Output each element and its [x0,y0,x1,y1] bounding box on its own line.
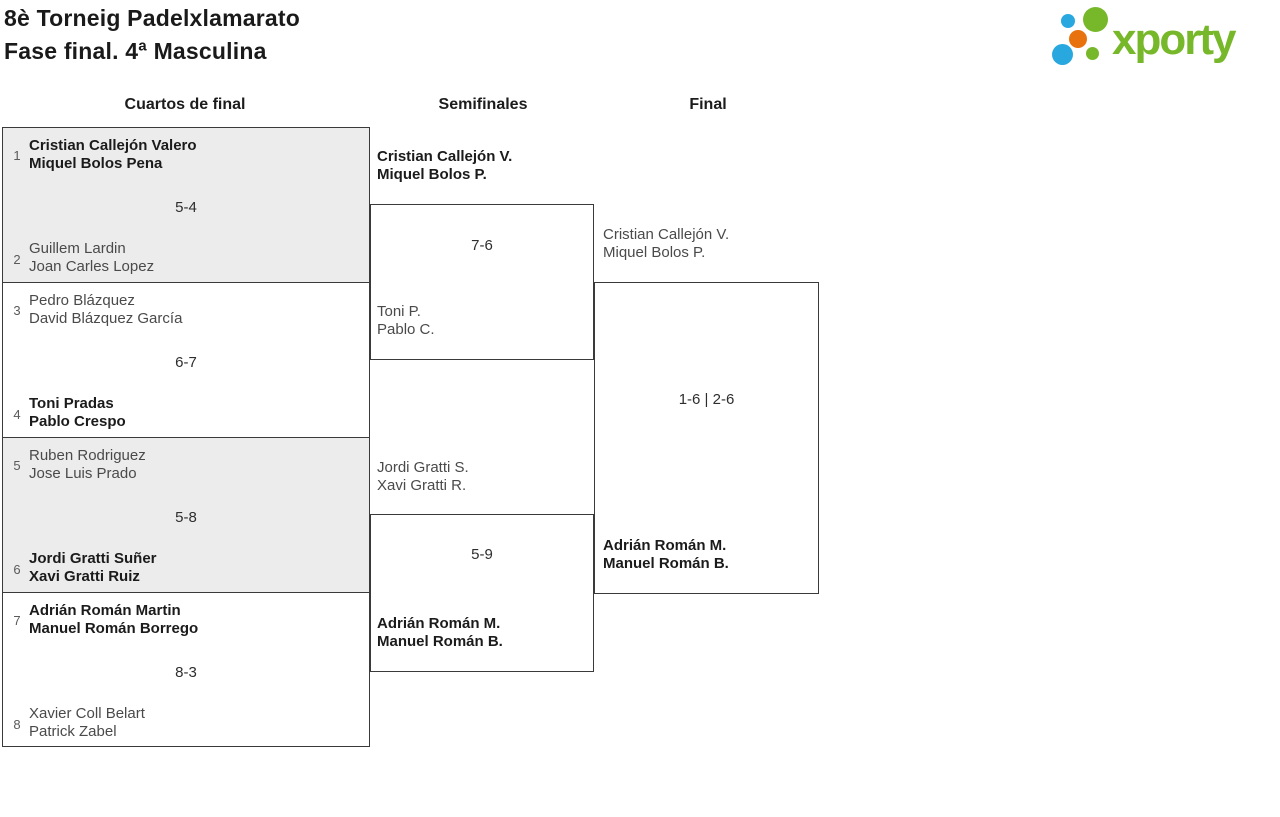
round-header-semifinales: Semifinales [438,96,528,113]
team-pair: Jordi Gratti Suñer Xavi Gratti Ruiz [29,550,157,586]
seed-number: 2 [13,252,21,267]
sf2-team-top: Jordi Gratti S. Xavi Gratti R. [377,459,469,495]
player-name: Adrián Román M. [377,615,501,632]
player-name: Manuel Román B. [603,555,729,572]
match-score: 5-8 [175,509,197,526]
player-name: Xavi Gratti R. [377,477,467,494]
player-name: Manuel Román B. [377,633,503,650]
final-team-top: Cristian Callejón V. Miquel Bolos P. [603,226,729,262]
team-pair: Pedro Blázquez David Blázquez García [29,292,182,328]
seed-number: 1 [13,148,21,163]
player-name: Cristian Callejón V. [603,226,730,243]
team-pair: Ruben Rodriguez Jose Luis Prado [29,447,146,483]
qf-match-1: 1 Cristian Callejón Valero Miquel Bolos … [3,128,369,283]
final-score: 1-6 | 2-6 [678,391,735,408]
match-score: 6-7 [175,354,197,371]
round-header-cuartos-de-final: Cuartos de final [124,96,246,113]
player-name: Toni Pradas [29,395,114,412]
player-name: Cristian Callejón Valero [29,137,197,154]
player-name: Pablo Crespo [29,413,126,430]
seed-number: 6 [13,562,21,577]
match-score: 5-4 [175,199,197,216]
player-name: David Blázquez García [29,310,183,327]
tournament-title: 8è Torneig Padelxlamarato Fase final. 4ª… [4,2,300,68]
xporty-logo-text: xporty [1112,15,1236,64]
sf1-score: 7-6 [471,237,493,254]
match-score: 8-3 [175,664,197,681]
seed-number: 4 [13,407,21,422]
player-name: Ruben Rodriguez [29,447,146,464]
player-name: Xavier Coll Belart [29,705,145,722]
player-name: Jordi Gratti S. [377,459,469,476]
player-name: Pedro Blázquez [29,292,135,309]
quarterfinals-bracket: 1 Cristian Callejón Valero Miquel Bolos … [2,127,370,747]
qf-match-3: 5 Ruben Rodriguez Jose Luis Prado 5-8 6 … [3,438,369,593]
tournament-title-line2: Fase final. 4ª Masculina [4,38,267,64]
player-name: Miquel Bolos P. [377,166,487,183]
sf2-score: 5-9 [471,546,493,563]
logo-dot-blue-small-icon [1061,14,1075,28]
tournament-title-line1: 8è Torneig Padelxlamarato [4,5,301,31]
player-name: Joan Carles Lopez [29,258,155,275]
qf-match-2: 3 Pedro Blázquez David Blázquez García 6… [3,283,369,438]
team-pair: Xavier Coll Belart Patrick Zabel [29,705,145,741]
player-name: Xavi Gratti Ruiz [29,568,140,585]
sf1-team-bottom: Toni P. Pablo C. [377,303,435,339]
player-name: Adrián Román Martin [29,602,181,619]
player-name: Miquel Bolos Pena [29,155,163,172]
team-pair: Adrián Román Martin Manuel Román Borrego [29,602,198,638]
player-name: Guillem Lardin [29,240,126,257]
sf2-connector-box [370,514,594,672]
team-pair: Toni Pradas Pablo Crespo [29,395,126,431]
final-team-bottom: Adrián Román M. Manuel Román B. [603,537,729,573]
final-connector-box [594,282,819,594]
logo-dot-orange-icon [1069,30,1087,48]
seed-number: 3 [13,303,21,318]
round-header-final: Final [689,96,727,113]
sf2-team-bottom: Adrián Román M. Manuel Román B. [377,615,503,651]
seed-number: 5 [13,458,21,473]
player-name: Miquel Bolos P. [603,244,706,261]
seed-number: 8 [13,717,21,732]
player-name: Adrián Román M. [603,537,727,554]
player-name: Manuel Román Borrego [29,620,199,637]
player-name: Pablo C. [377,321,435,338]
player-name: Cristian Callejón V. [377,148,513,165]
team-pair: Cristian Callejón Valero Miquel Bolos Pe… [29,137,197,173]
logo-dot-green-large-icon [1083,7,1108,32]
logo-dot-blue-large-icon [1052,44,1073,65]
sf1-connector-box [370,204,594,360]
player-name: Patrick Zabel [29,723,117,740]
team-pair: Guillem Lardin Joan Carles Lopez [29,240,154,276]
qf-match-4: 7 Adrián Román Martin Manuel Román Borre… [3,593,369,746]
player-name: Jose Luis Prado [29,465,137,482]
seed-number: 7 [13,613,21,628]
xporty-logo[interactable]: xporty [1048,4,1278,72]
logo-dot-green-small-icon [1086,47,1099,60]
player-name: Toni P. [377,303,421,320]
player-name: Jordi Gratti Suñer [29,550,157,567]
sf1-team-top: Cristian Callejón V. Miquel Bolos P. [377,148,512,184]
